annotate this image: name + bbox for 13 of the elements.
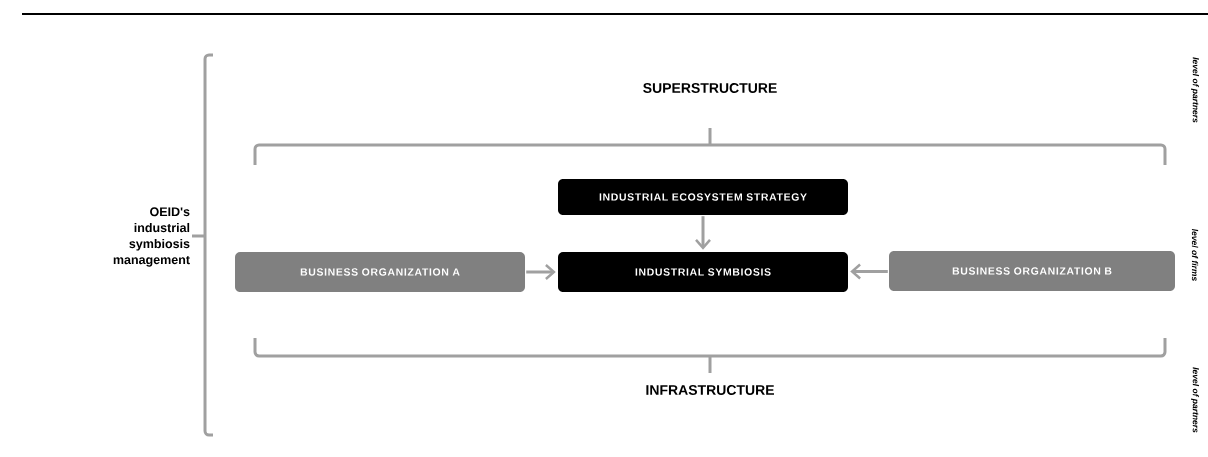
arrow <box>850 263 888 280</box>
level-label: level of partners <box>1191 57 1199 123</box>
process-box: INDUSTRIAL ECOSYSTEM STRATEGY <box>558 179 848 215</box>
arrow <box>695 216 711 250</box>
process-box: BUSINESS ORGANIZATION B <box>889 251 1175 291</box>
side-label: OEID's industrial symbiosis management <box>113 207 190 267</box>
process-box: INDUSTRIAL SYMBIOSIS <box>558 252 848 292</box>
level-heading: SUPERSTRUCTURE <box>643 83 777 93</box>
level-label: level of firms <box>1191 228 1199 281</box>
level-heading: INFRASTRUCTURE <box>646 385 774 395</box>
process-box: BUSINESS ORGANIZATION A <box>235 252 525 292</box>
arrow <box>526 264 556 280</box>
level-label: level of partners <box>1191 367 1199 433</box>
